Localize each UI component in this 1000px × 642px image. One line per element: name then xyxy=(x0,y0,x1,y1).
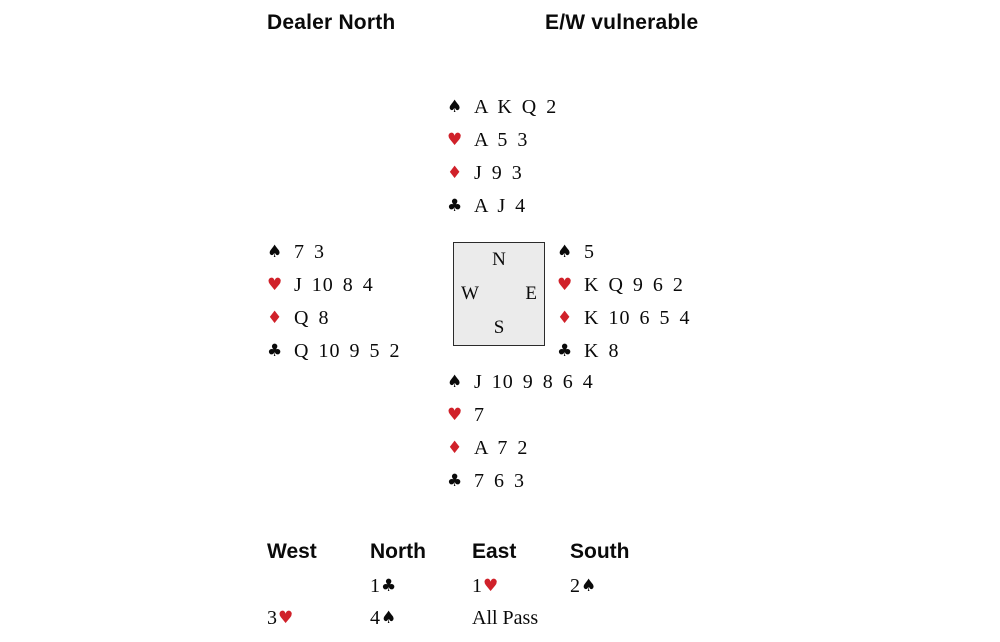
east-spades-row: ♠ 5 xyxy=(557,236,690,269)
west-spades-row: ♠ 7 3 xyxy=(267,236,400,269)
spade-icon: ♠ xyxy=(447,97,463,117)
south-diamonds-row: ♦ A 7 2 xyxy=(447,432,594,465)
auction-header-west: West xyxy=(267,540,317,563)
diamond-icon: ♦ xyxy=(447,438,463,458)
south-hearts-row: ♥ 7 xyxy=(447,399,594,432)
diamond-icon: ♦ xyxy=(267,308,283,328)
west-club-cards: Q 10 9 5 2 xyxy=(294,340,401,362)
west-heart-cards: J 10 8 4 xyxy=(294,274,374,296)
north-diamonds-row: ♦ J 9 3 xyxy=(447,157,557,190)
north-clubs-row: ♣ A J 4 xyxy=(447,190,557,223)
diamond-icon: ♦ xyxy=(447,163,463,183)
south-spades-row: ♠ J 10 9 8 6 4 xyxy=(447,366,594,399)
south-diamond-cards: A 7 2 xyxy=(474,437,529,459)
compass-north-label: N xyxy=(492,249,506,270)
compass-south-label: S xyxy=(493,317,505,338)
compass-east-label: E xyxy=(525,283,537,304)
club-icon: ♣ xyxy=(267,341,283,361)
auction-table: West North East South 1♣ 1♥ 2♠ 3♥ 4♠ All… xyxy=(267,540,700,634)
west-hearts-row: ♥ J 10 8 4 xyxy=(267,269,400,302)
auction-header-north: North xyxy=(370,540,426,563)
east-diamonds-row: ♦ K 10 6 5 4 xyxy=(557,302,690,335)
south-spade-cards: J 10 9 8 6 4 xyxy=(474,371,594,393)
spade-icon: ♠ xyxy=(447,372,463,392)
bid-round1-east: 1♥ xyxy=(472,574,499,597)
compass-box: N W E S xyxy=(453,242,545,346)
bid-round2-west: 3♥ xyxy=(267,606,294,629)
east-club-cards: K 8 xyxy=(584,340,620,362)
east-hearts-row: ♥ K Q 9 6 2 xyxy=(557,269,690,302)
spade-icon: ♠ xyxy=(267,242,283,262)
west-hand: ♠ 7 3 ♥ J 10 8 4 ♦ Q 8 ♣ Q 10 9 5 2 xyxy=(267,236,400,368)
heart-icon: ♥ xyxy=(447,130,463,150)
east-heart-cards: K Q 9 6 2 xyxy=(584,274,684,296)
diamond-icon: ♦ xyxy=(557,308,573,328)
heart-icon: ♥ xyxy=(267,275,283,295)
south-hand: ♠ J 10 9 8 6 4 ♥ 7 ♦ A 7 2 ♣ 7 6 3 xyxy=(447,366,594,498)
east-hand: ♠ 5 ♥ K Q 9 6 2 ♦ K 10 6 5 4 ♣ K 8 xyxy=(557,236,690,368)
north-club-cards: A J 4 xyxy=(474,195,527,217)
south-heart-cards: 7 xyxy=(474,404,485,426)
heart-icon: ♥ xyxy=(447,405,463,425)
bid-round1-south: 2♠ xyxy=(570,574,597,597)
north-diamond-cards: J 9 3 xyxy=(474,162,523,184)
bid-round2-north: 4♠ xyxy=(370,606,397,629)
bid-round2-east: All Pass xyxy=(472,606,539,629)
north-hand: ♠ A K Q 2 ♥ A 5 3 ♦ J 9 3 ♣ A J 4 xyxy=(447,91,557,223)
east-clubs-row: ♣ K 8 xyxy=(557,335,690,368)
auction-header-east: East xyxy=(472,540,517,563)
club-icon: ♣ xyxy=(447,471,463,491)
heart-icon: ♥ xyxy=(557,275,573,295)
club-icon: ♣ xyxy=(557,341,573,361)
compass-west-label: W xyxy=(461,283,479,304)
south-club-cards: 7 6 3 xyxy=(474,470,525,492)
north-hearts-row: ♥ A 5 3 xyxy=(447,124,557,157)
north-spade-cards: A K Q 2 xyxy=(474,96,558,118)
vulnerability-label: E/W vulnerable xyxy=(545,11,699,34)
north-spades-row: ♠ A K Q 2 xyxy=(447,91,557,124)
west-diamonds-row: ♦ Q 8 xyxy=(267,302,400,335)
dealer-label: Dealer North xyxy=(267,11,396,34)
bid-round2-south xyxy=(570,602,700,634)
north-heart-cards: A 5 3 xyxy=(474,129,529,151)
bid-round1-north: 1♣ xyxy=(370,574,397,597)
south-clubs-row: ♣ 7 6 3 xyxy=(447,465,594,498)
west-clubs-row: ♣ Q 10 9 5 2 xyxy=(267,335,400,368)
club-icon: ♣ xyxy=(447,196,463,216)
bid-round1-west xyxy=(267,570,370,602)
east-diamond-cards: K 10 6 5 4 xyxy=(584,307,691,329)
east-spade-cards: 5 xyxy=(584,241,595,263)
west-spade-cards: 7 3 xyxy=(294,241,325,263)
west-diamond-cards: Q 8 xyxy=(294,307,330,329)
spade-icon: ♠ xyxy=(557,242,573,262)
auction-header-south: South xyxy=(570,540,630,563)
